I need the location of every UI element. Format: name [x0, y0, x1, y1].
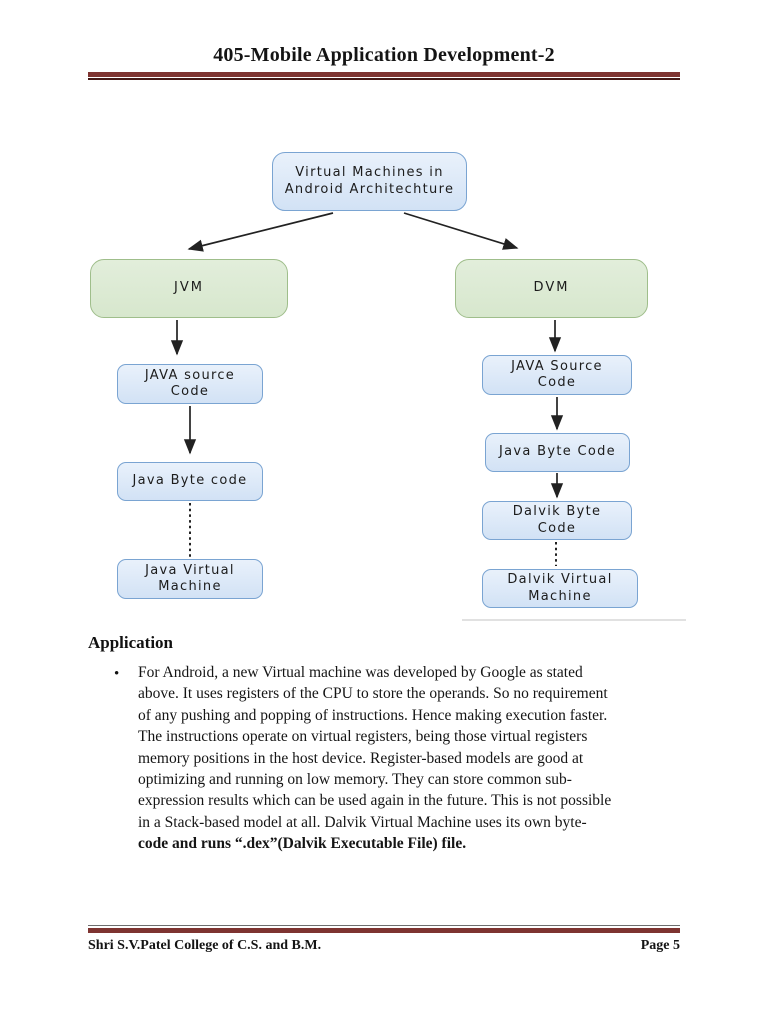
- paragraph-line: optimizing and running on low memory. Th…: [138, 771, 572, 789]
- header-divider: [88, 72, 680, 80]
- paragraph-line: expression results which can be used aga…: [138, 792, 612, 810]
- paragraph-line: of any pushing and popping of instructio…: [138, 706, 608, 724]
- section-heading: Application: [88, 633, 174, 652]
- diagram-node-java-byte-code-left: Java Byte code: [117, 462, 263, 501]
- arrow-root-to-dvm: [403, 212, 519, 250]
- paragraph-line: memory positions in the host device. Reg…: [138, 749, 584, 767]
- paragraph-line: For Android, a new Virtual machine was d…: [138, 664, 583, 681]
- diagram-node-java-virtual-machine: Java Virtual Machine: [117, 559, 263, 599]
- paragraph-line: in a Stack-based model at all. Dalvik Vi…: [138, 813, 587, 831]
- diagram-node-java-source-code-left: JAVA source Code: [117, 364, 263, 404]
- paragraph-line-bold: code and runs “.dex”(Dalvik Executable F…: [138, 835, 467, 853]
- diagram-node-dalvik-byte-code: Dalvik Byte Code: [482, 501, 632, 540]
- page-title: 405-Mobile Application Development-2: [213, 44, 555, 66]
- bullet-paragraph: For Android, a new Virtual machine was d…: [138, 662, 683, 855]
- diagram-node-virtual-machines: Virtual Machines in Android Architechtur…: [272, 152, 467, 211]
- diagram-node-java-byte-code-right: Java Byte Code: [485, 433, 630, 472]
- footer-college-name: Shri S.V.Patel College of C.S. and B.M.: [88, 938, 322, 953]
- footer-page-number: Page 5: [640, 938, 680, 953]
- diagram-node-jvm: JVM: [90, 259, 288, 318]
- diagram-node-java-source-code-right: JAVA Source Code: [482, 355, 632, 395]
- paragraph-line: The instructions operate on virtual regi…: [138, 728, 588, 746]
- diagram-node-dvm: DVM: [455, 259, 648, 318]
- paragraph-line: above. It uses registers of the CPU to s…: [138, 685, 608, 703]
- bullet-icon: •: [114, 666, 120, 682]
- arrow-root-to-jvm: [187, 212, 334, 252]
- footer: Shri S.V.Patel College of C.S. and B.M. …: [88, 938, 680, 954]
- footer-divider: [88, 925, 680, 933]
- diagram-node-dalvik-virtual-machine: Dalvik Virtual Machine: [482, 569, 638, 608]
